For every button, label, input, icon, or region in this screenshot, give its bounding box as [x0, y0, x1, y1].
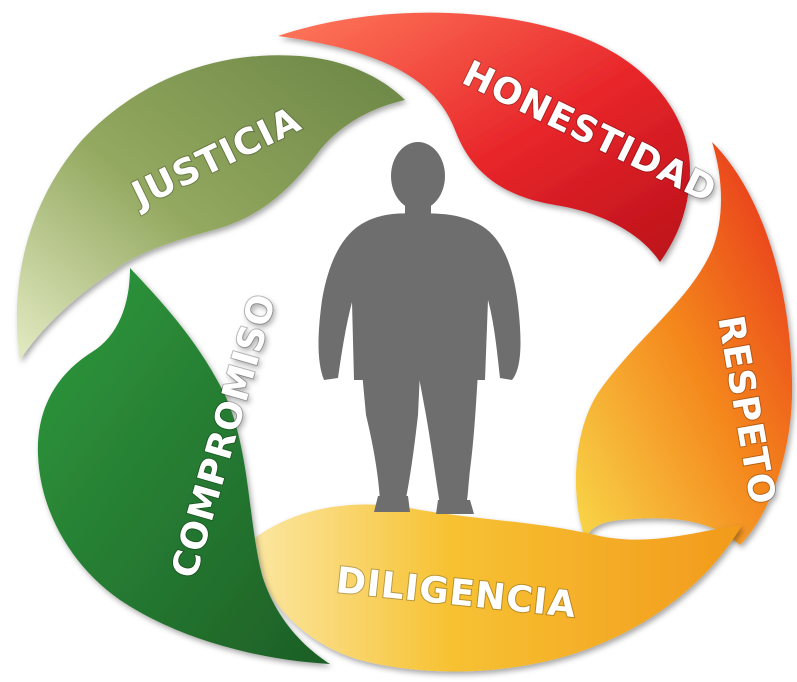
petal-respeto: RESPETO — [575, 142, 793, 545]
petal-honestidad-shape — [278, 12, 690, 262]
petal-respeto-shape — [575, 142, 793, 545]
petal-justicia-shape — [16, 55, 405, 361]
petal-diligencia-shape — [255, 504, 742, 672]
petal-compromiso-shape — [37, 268, 330, 664]
person-silhouette-icon — [318, 142, 521, 514]
petal-honestidad: HONESTIDAD — [278, 12, 724, 262]
petal-diligencia: DILIGENCIA — [255, 504, 742, 672]
